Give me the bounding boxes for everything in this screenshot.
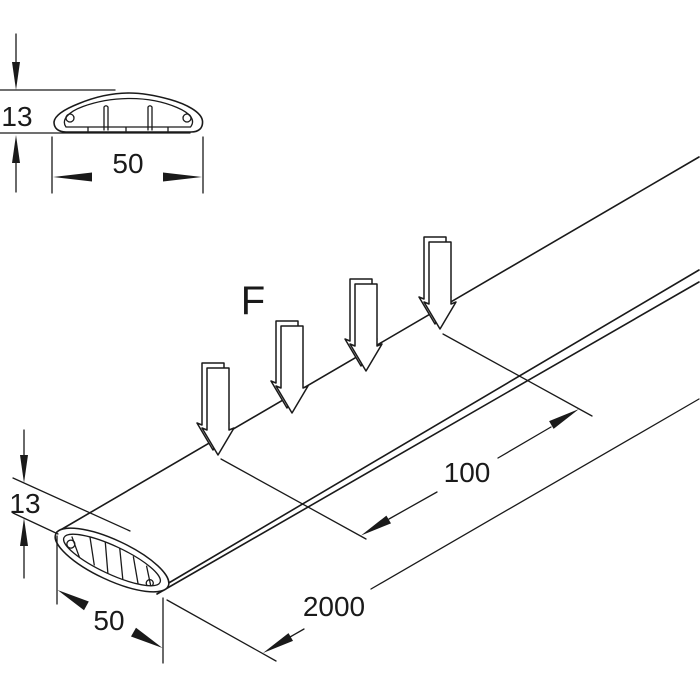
load-arrows: F [196, 236, 457, 456]
duct-bottom-edge-lower [156, 281, 700, 595]
arrowhead-down-icon [20, 455, 28, 483]
dim-label-end-height: 13 [9, 488, 40, 519]
extension-line [12, 477, 131, 532]
load-arrow-icon [418, 236, 457, 330]
end-face-outer [54, 527, 170, 593]
arrowhead-icon [57, 590, 89, 611]
arrowhead-icon [549, 409, 579, 429]
dim-label-length: 2000 [303, 591, 365, 622]
dimension-line [370, 398, 700, 590]
profile-divider-right [147, 105, 153, 131]
dimension-top-height: 13 [0, 33, 191, 193]
dimension-line [289, 628, 305, 638]
load-arrow-icon [196, 362, 235, 456]
load-arrow-icon [270, 320, 309, 414]
profile-hook-left [65, 113, 75, 123]
dim-label-spacing: 100 [444, 457, 491, 488]
profile-base-ticks [87, 126, 169, 132]
dimension-length: 2000 [166, 398, 700, 662]
profile-hook-right [182, 113, 192, 123]
force-label: F [241, 279, 265, 323]
dimension-line [388, 491, 438, 520]
profile-inner-outline [63, 97, 194, 128]
dim-label-top-height: 13 [1, 101, 32, 132]
arrowhead-up-icon [20, 518, 28, 546]
dimension-top-width: 50 [51, 136, 204, 194]
extension-line [166, 599, 277, 662]
arrowhead-left-icon [53, 172, 92, 182]
duct-top-edge [56, 156, 700, 533]
end-face-webs [66, 535, 154, 588]
cross-section-view [53, 92, 204, 133]
end-face-inner [62, 533, 162, 587]
dim-label-top-width: 50 [112, 148, 143, 179]
extension-line [442, 333, 593, 417]
arrowhead-icon [263, 633, 293, 653]
profile-divider-left [103, 105, 109, 131]
arrowhead-up-icon [12, 135, 20, 163]
arrowhead-icon [361, 515, 391, 536]
duct-3d-view [54, 156, 700, 595]
dimension-end-height: 13 [9, 429, 131, 579]
dimension-load-spacing: 100 [220, 333, 593, 540]
dimension-line [497, 426, 552, 459]
load-arrow-icon [344, 278, 383, 372]
dimension-end-width: 50 [56, 535, 164, 664]
profile-outer-outline [53, 92, 204, 133]
duct-bottom-edge-upper [166, 269, 700, 585]
duct-end-face [54, 527, 170, 593]
arrowhead-down-icon [12, 62, 20, 90]
arrowhead-right-icon [163, 172, 202, 182]
extension-line [12, 512, 59, 535]
extension-line [220, 458, 367, 540]
dim-label-end-width: 50 [93, 605, 124, 636]
arrowhead-icon [131, 627, 163, 648]
